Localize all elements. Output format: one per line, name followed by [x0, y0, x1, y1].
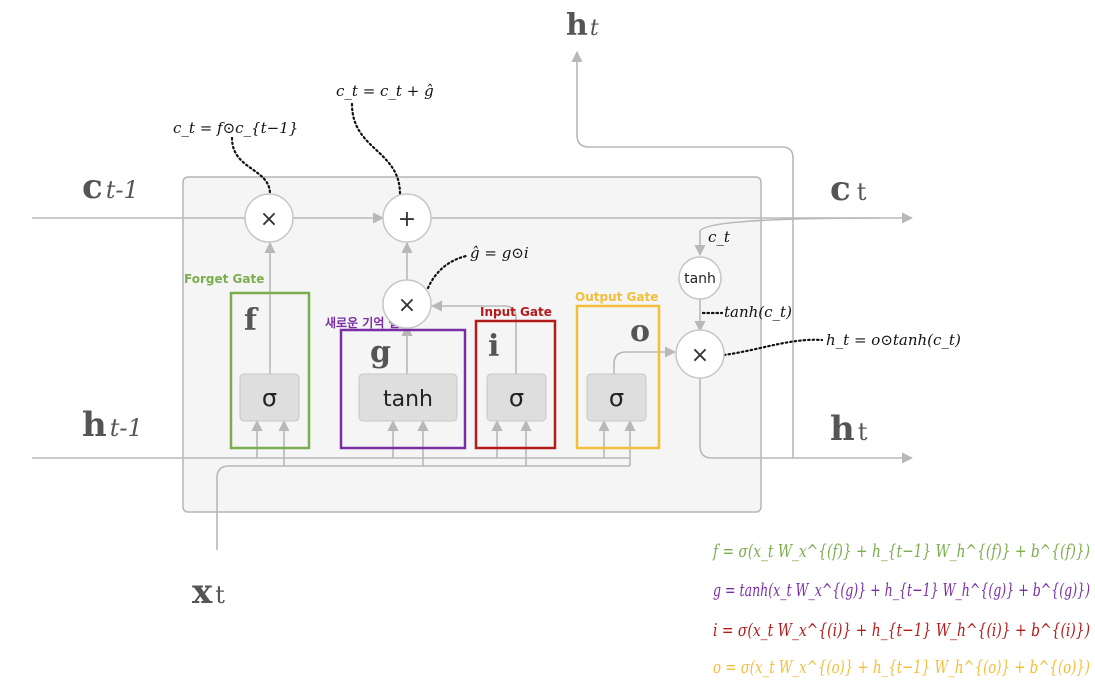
forget-multiply-node — [244, 193, 294, 243]
forget-gate-box — [229, 291, 311, 450]
cell-gate-letter: g — [370, 335, 391, 370]
output-multiply-symbol: × — [691, 343, 709, 368]
cell-tanh-block — [358, 373, 458, 422]
formula-output: o = σ(x_t W_x^{(o)} + h_{t−1} W_h^{(o)} … — [713, 657, 1090, 678]
formula-cell: g = tanh(x_t W_x^{(g)} + h_{t−1} W_h^{(g… — [713, 580, 1090, 601]
forget-step-annotation: c_t = f⊙c_{t−1} — [173, 119, 298, 137]
tanh-ct-annotation: tanh(c_t) — [724, 303, 792, 321]
output-tanh-symbol: tanh — [684, 271, 716, 287]
g-hat-annotation: ĝ = g⊙i — [470, 244, 529, 262]
forget-sigma-block — [239, 373, 300, 422]
forget-sigma-label: σ — [262, 384, 277, 412]
forget-multiply-symbol: × — [260, 207, 278, 232]
cell-gate-title: 새로운 기억 셀 — [325, 315, 400, 330]
input-gate-box — [474, 319, 557, 450]
output-sigma-block — [586, 373, 647, 422]
cell-add-node — [382, 193, 432, 243]
input-multiply-node — [382, 279, 432, 329]
forget-gate-title: Forget Gate — [184, 272, 264, 286]
output-sigma-label: σ — [609, 384, 624, 412]
add-step-annotation: c_t = c_t + ĝ — [336, 82, 434, 100]
ht-formula-annotation: h_t = o⊙tanh(c_t) — [826, 331, 961, 349]
output-tanh-node — [678, 256, 722, 300]
cell-add-symbol: + — [398, 207, 416, 232]
cell-tanh-label: tanh — [383, 387, 433, 412]
output-gate-letter: o — [630, 314, 650, 349]
ct-input-annotation: c_t — [708, 228, 731, 246]
input-sigma-block — [486, 373, 547, 422]
annotation-lines — [230, 102, 824, 357]
forget-gate-letter: f — [244, 303, 259, 338]
output-gate-title: Output Gate — [575, 290, 658, 304]
lstm-cell-box — [182, 176, 762, 513]
cell-gate-box — [339, 328, 467, 450]
formula-forget: f = σ(x_t W_x^{(f)} + h_{t−1} W_h^{(f)} … — [711, 541, 1090, 562]
input-sigma-label: σ — [509, 384, 524, 412]
formula-input: i = σ(x_t W_x^{(i)} + h_{t−1} W_h^{(i)} … — [713, 620, 1090, 641]
output-gate-box — [575, 304, 661, 450]
connection-lines — [32, 50, 914, 550]
output-multiply-node — [675, 329, 725, 379]
input-gate-letter: i — [488, 329, 499, 364]
input-multiply-symbol: × — [398, 293, 416, 318]
input-gate-title: Input Gate — [480, 305, 552, 319]
h-top-label: ht — [566, 8, 599, 43]
